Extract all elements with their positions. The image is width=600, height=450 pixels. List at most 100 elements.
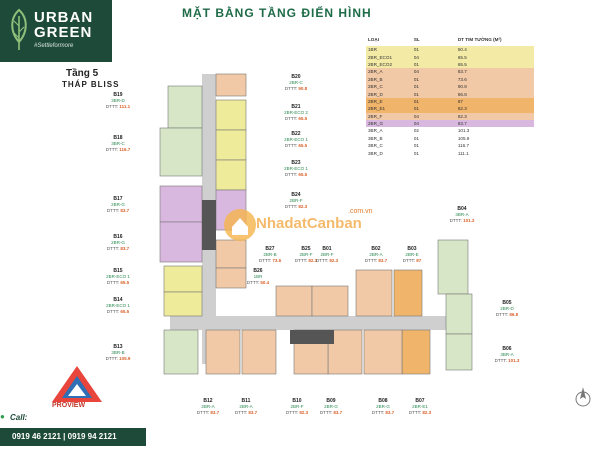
table-cell-type: 3BR_D: [368, 150, 383, 156]
unit-code: B02: [371, 246, 381, 252]
unit-type: 2BR-C: [289, 80, 303, 85]
unit-B23-room: [215, 159, 247, 191]
unit-type: 2BR-ECO 1: [106, 274, 130, 279]
unit-type: 3BR-A: [455, 212, 469, 217]
unit-area: DTTT: 73.6: [258, 258, 282, 263]
unit-code: B22: [291, 131, 301, 137]
table-cell-qty: 01: [413, 47, 419, 53]
unit-code: B16: [113, 234, 123, 240]
floor-plan: [159, 73, 473, 375]
table-cell-qty: 01: [413, 143, 419, 149]
unit-code: B27: [265, 246, 275, 252]
table-row: 3BR_D 01 111.1: [366, 149, 534, 157]
unit-type: 2BR-D: [500, 306, 514, 311]
table-cell-type: 2BR_E1: [368, 106, 386, 112]
table-cell-qty: 04: [413, 54, 419, 60]
table-cell-type: 2BR_D: [368, 91, 383, 97]
unit-type: 2BR-B: [263, 252, 277, 257]
unit-code: B05: [502, 300, 512, 306]
unit-type: 2BR-G: [111, 240, 125, 245]
unit-area: DTTT: 83.7: [234, 410, 258, 415]
table-cell-qty: 01: [413, 61, 419, 67]
unit-type: 2BR-A: [239, 404, 253, 409]
unit-area: DTTT: 83.7: [319, 410, 343, 415]
table-cell-type: 3BR_C: [368, 143, 383, 149]
unit-B12-room: [205, 329, 241, 375]
table-cell-area: 83.7: [457, 121, 467, 127]
unit-code: B11: [241, 398, 251, 404]
table-cell-qty: 01: [413, 150, 419, 156]
unit-type: 1BR: [253, 274, 263, 279]
unit-type: 2BR-A: [201, 404, 215, 409]
unit-B20-room: [215, 73, 247, 97]
unit-B26-room: [215, 267, 247, 289]
table-cell-type: 2BR_E: [368, 98, 383, 104]
table-cell-area: 116.7: [457, 143, 470, 149]
table-cell-qty: 02: [413, 128, 419, 134]
unit-type: 3BR-A: [500, 352, 514, 357]
whatsapp-icon: ●: [0, 412, 5, 421]
unit-code: B14: [113, 297, 123, 303]
table-cell-area: 65.5: [457, 61, 467, 67]
unit-code: B07: [415, 398, 425, 404]
unit-type: 2BR-E: [405, 252, 419, 257]
unit-area: DTTT: 82.3: [408, 410, 432, 415]
unit-B16-room: [159, 221, 203, 263]
unit-B01-room: [311, 285, 349, 317]
unit-B02-room: [355, 269, 393, 317]
table-cell-type: 1BR: [368, 47, 377, 53]
table-cell-area: 86.8: [457, 91, 467, 97]
table-cell-area: 82.3: [457, 106, 467, 112]
table-cell-area: 111.1: [457, 150, 469, 156]
table-cell-area: 87: [457, 98, 463, 104]
table-cell-area: 65.5: [457, 54, 467, 60]
unit-B11-room: [241, 329, 277, 375]
table-cell-qty: 01: [413, 106, 419, 112]
unit-type: 3BR-D: [111, 98, 125, 103]
table-cell-type: 2BR_G: [368, 121, 384, 127]
unit-code: B12: [203, 398, 213, 404]
table-cell-type: 2BR_A: [368, 69, 383, 75]
unit-B06-room: [445, 333, 473, 371]
table-cell-qty: 04: [413, 121, 419, 127]
table-cell-type: 2BR_C: [368, 84, 383, 90]
leaf-icon: [11, 8, 27, 50]
unit-area: DTTT: 82.3: [294, 258, 318, 263]
unit-type: 2BR-F: [299, 252, 313, 257]
unit-type: 3BR-C: [111, 141, 125, 146]
phone-numbers[interactable]: 0919 46 2121 | 0919 94 2121: [0, 428, 146, 446]
unit-area: DTTT: 116.7: [105, 147, 131, 152]
unit-type: 2BR-E1: [412, 404, 428, 409]
unit-B21-room: [215, 99, 247, 131]
unit-type: 2BR-ECO 2: [284, 110, 308, 115]
corridor-horizontal: [170, 316, 450, 330]
table-header-row: LOẠI SL DT TIM TƯỜNG (M²): [366, 32, 534, 46]
watermark-domain: .com.vn: [348, 208, 373, 215]
unit-B19-room: [167, 85, 203, 129]
unit-type: 3BR-B: [111, 350, 125, 355]
unit-area: DTTT: 101.3: [449, 218, 475, 223]
table-cell-type: 3BR_A: [368, 128, 383, 134]
elevator-core-left: [202, 200, 216, 250]
unit-code: B18: [113, 135, 123, 141]
table-cell-area: 105.9: [457, 135, 470, 141]
unit-code: B04: [457, 206, 467, 212]
